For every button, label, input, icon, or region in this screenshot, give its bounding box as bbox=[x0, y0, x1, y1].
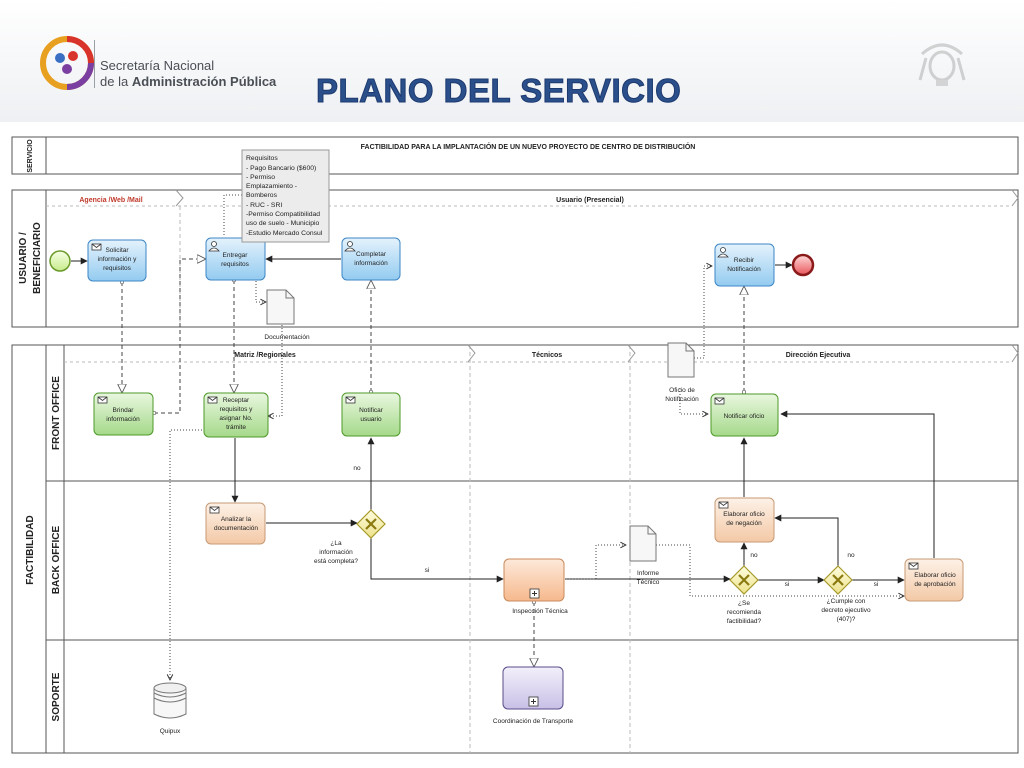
pool-factibilidad-label: FACTIBILIDAD bbox=[25, 515, 36, 584]
lane-back-office: BACK OFFICE bbox=[51, 526, 62, 595]
svg-text:Coordinación de Transporte: Coordinación de Transporte bbox=[493, 718, 574, 725]
svg-text:Inspección Técnica: Inspección Técnica bbox=[512, 608, 568, 615]
msg-brindar-entregar bbox=[154, 259, 205, 413]
flow-g1-inspeccion bbox=[370, 537, 504, 583]
pool-usuario-label2: BENEFICIARIO bbox=[32, 222, 43, 294]
data-store-quipux: Quipux bbox=[153, 682, 187, 735]
collapsed-subprocess-icon bbox=[528, 696, 539, 707]
page-title: PLANO DEL SERVICIO bbox=[315, 72, 682, 110]
data-object-documentacion: Documentación bbox=[264, 289, 310, 341]
assoc-receptar-quipux bbox=[170, 429, 205, 680]
task-notificar-oficio: Notificar oficio bbox=[710, 393, 779, 437]
pool-servicio: SERVICIO FACTIBILIDAD PARA LA IMPLANTACI… bbox=[11, 136, 1019, 175]
collapsed-subprocess-icon bbox=[529, 588, 540, 599]
message-task-icon bbox=[718, 501, 729, 509]
lane-front-office: FRONT OFFICE bbox=[51, 376, 62, 450]
svg-text:Requisitos - Pago Bancar: Requisitos - Pago Bancario ($600) - Perm… bbox=[246, 155, 323, 237]
sna-logo-icon bbox=[40, 36, 94, 90]
col-usuario-presencial: Usuario (Presencial) bbox=[556, 197, 624, 204]
logo-separator bbox=[94, 40, 95, 88]
svg-text:Notificar oficio: Notificar oficio bbox=[724, 413, 765, 420]
flow-label-si: si bbox=[785, 581, 790, 588]
col-matriz-regionales: Matriz /Regionales bbox=[234, 352, 296, 359]
assoc-informe-g2 bbox=[656, 544, 904, 596]
message-task-icon bbox=[209, 506, 220, 514]
org-name-line1: Secretaría Nacional bbox=[100, 58, 215, 73]
org-name-line2: de la Administración Pública bbox=[100, 74, 277, 89]
pool-servicio-label: SERVICIO bbox=[27, 139, 34, 173]
subprocess-inspeccion-tecnica: Inspección Técnica bbox=[503, 558, 568, 615]
connectors bbox=[71, 194, 935, 680]
assoc-documentacion-receptar bbox=[268, 325, 283, 416]
svg-text:Quipux: Quipux bbox=[160, 728, 181, 735]
user-task-icon bbox=[717, 247, 729, 258]
message-task-icon bbox=[345, 396, 356, 404]
message-task-icon bbox=[207, 396, 218, 404]
message-task-icon bbox=[97, 396, 108, 404]
col-direccion-ejecutiva: Dirección Ejecutiva bbox=[786, 352, 851, 359]
user-task-icon bbox=[208, 241, 220, 252]
message-task-icon bbox=[91, 243, 102, 251]
coat-of-arms-icon bbox=[918, 43, 966, 86]
flow-label-si: si bbox=[874, 581, 879, 588]
pool-usuario: USUARIO / BENEFICIARIO Agencia /Web /Mai… bbox=[11, 189, 1019, 328]
flow-label-no: no bbox=[353, 465, 361, 472]
assoc-inspeccion-informe bbox=[566, 545, 626, 580]
message-task-icon bbox=[714, 397, 725, 405]
header-band bbox=[0, 0, 1024, 122]
pool-servicio-title: FACTIBILIDAD PARA LA IMPLANTACIÓN DE UN … bbox=[361, 142, 696, 151]
assoc-oficio-recibir bbox=[694, 266, 712, 359]
lane-soporte: SOPORTE bbox=[51, 672, 62, 721]
assoc-note-entregar bbox=[223, 194, 242, 236]
flow-label-no: no bbox=[750, 552, 758, 559]
svg-text:Documentación: Documentación bbox=[264, 334, 310, 341]
note-requisitos: Requisitos - Pago Bancario ($600) - Perm… bbox=[241, 149, 330, 243]
col-tecnicos: Técnicos bbox=[532, 352, 562, 359]
flow-label-no: no bbox=[847, 552, 855, 559]
flow-g3-negacion bbox=[774, 514, 839, 566]
assoc-entregar-documentacion bbox=[255, 281, 266, 302]
start-event bbox=[49, 250, 71, 272]
col-agencia-web-mail: Agencia /Web /Mail bbox=[79, 197, 142, 204]
flow-aprobacion-notificar bbox=[780, 410, 935, 558]
user-task-icon bbox=[344, 241, 356, 252]
pool-usuario-label1: USUARIO / bbox=[18, 232, 29, 284]
subprocess-coordinacion-transporte: Coordinación de Transporte bbox=[493, 666, 574, 725]
end-event bbox=[791, 253, 815, 277]
flow-label-si: si bbox=[425, 567, 430, 574]
message-task-icon bbox=[908, 562, 919, 570]
